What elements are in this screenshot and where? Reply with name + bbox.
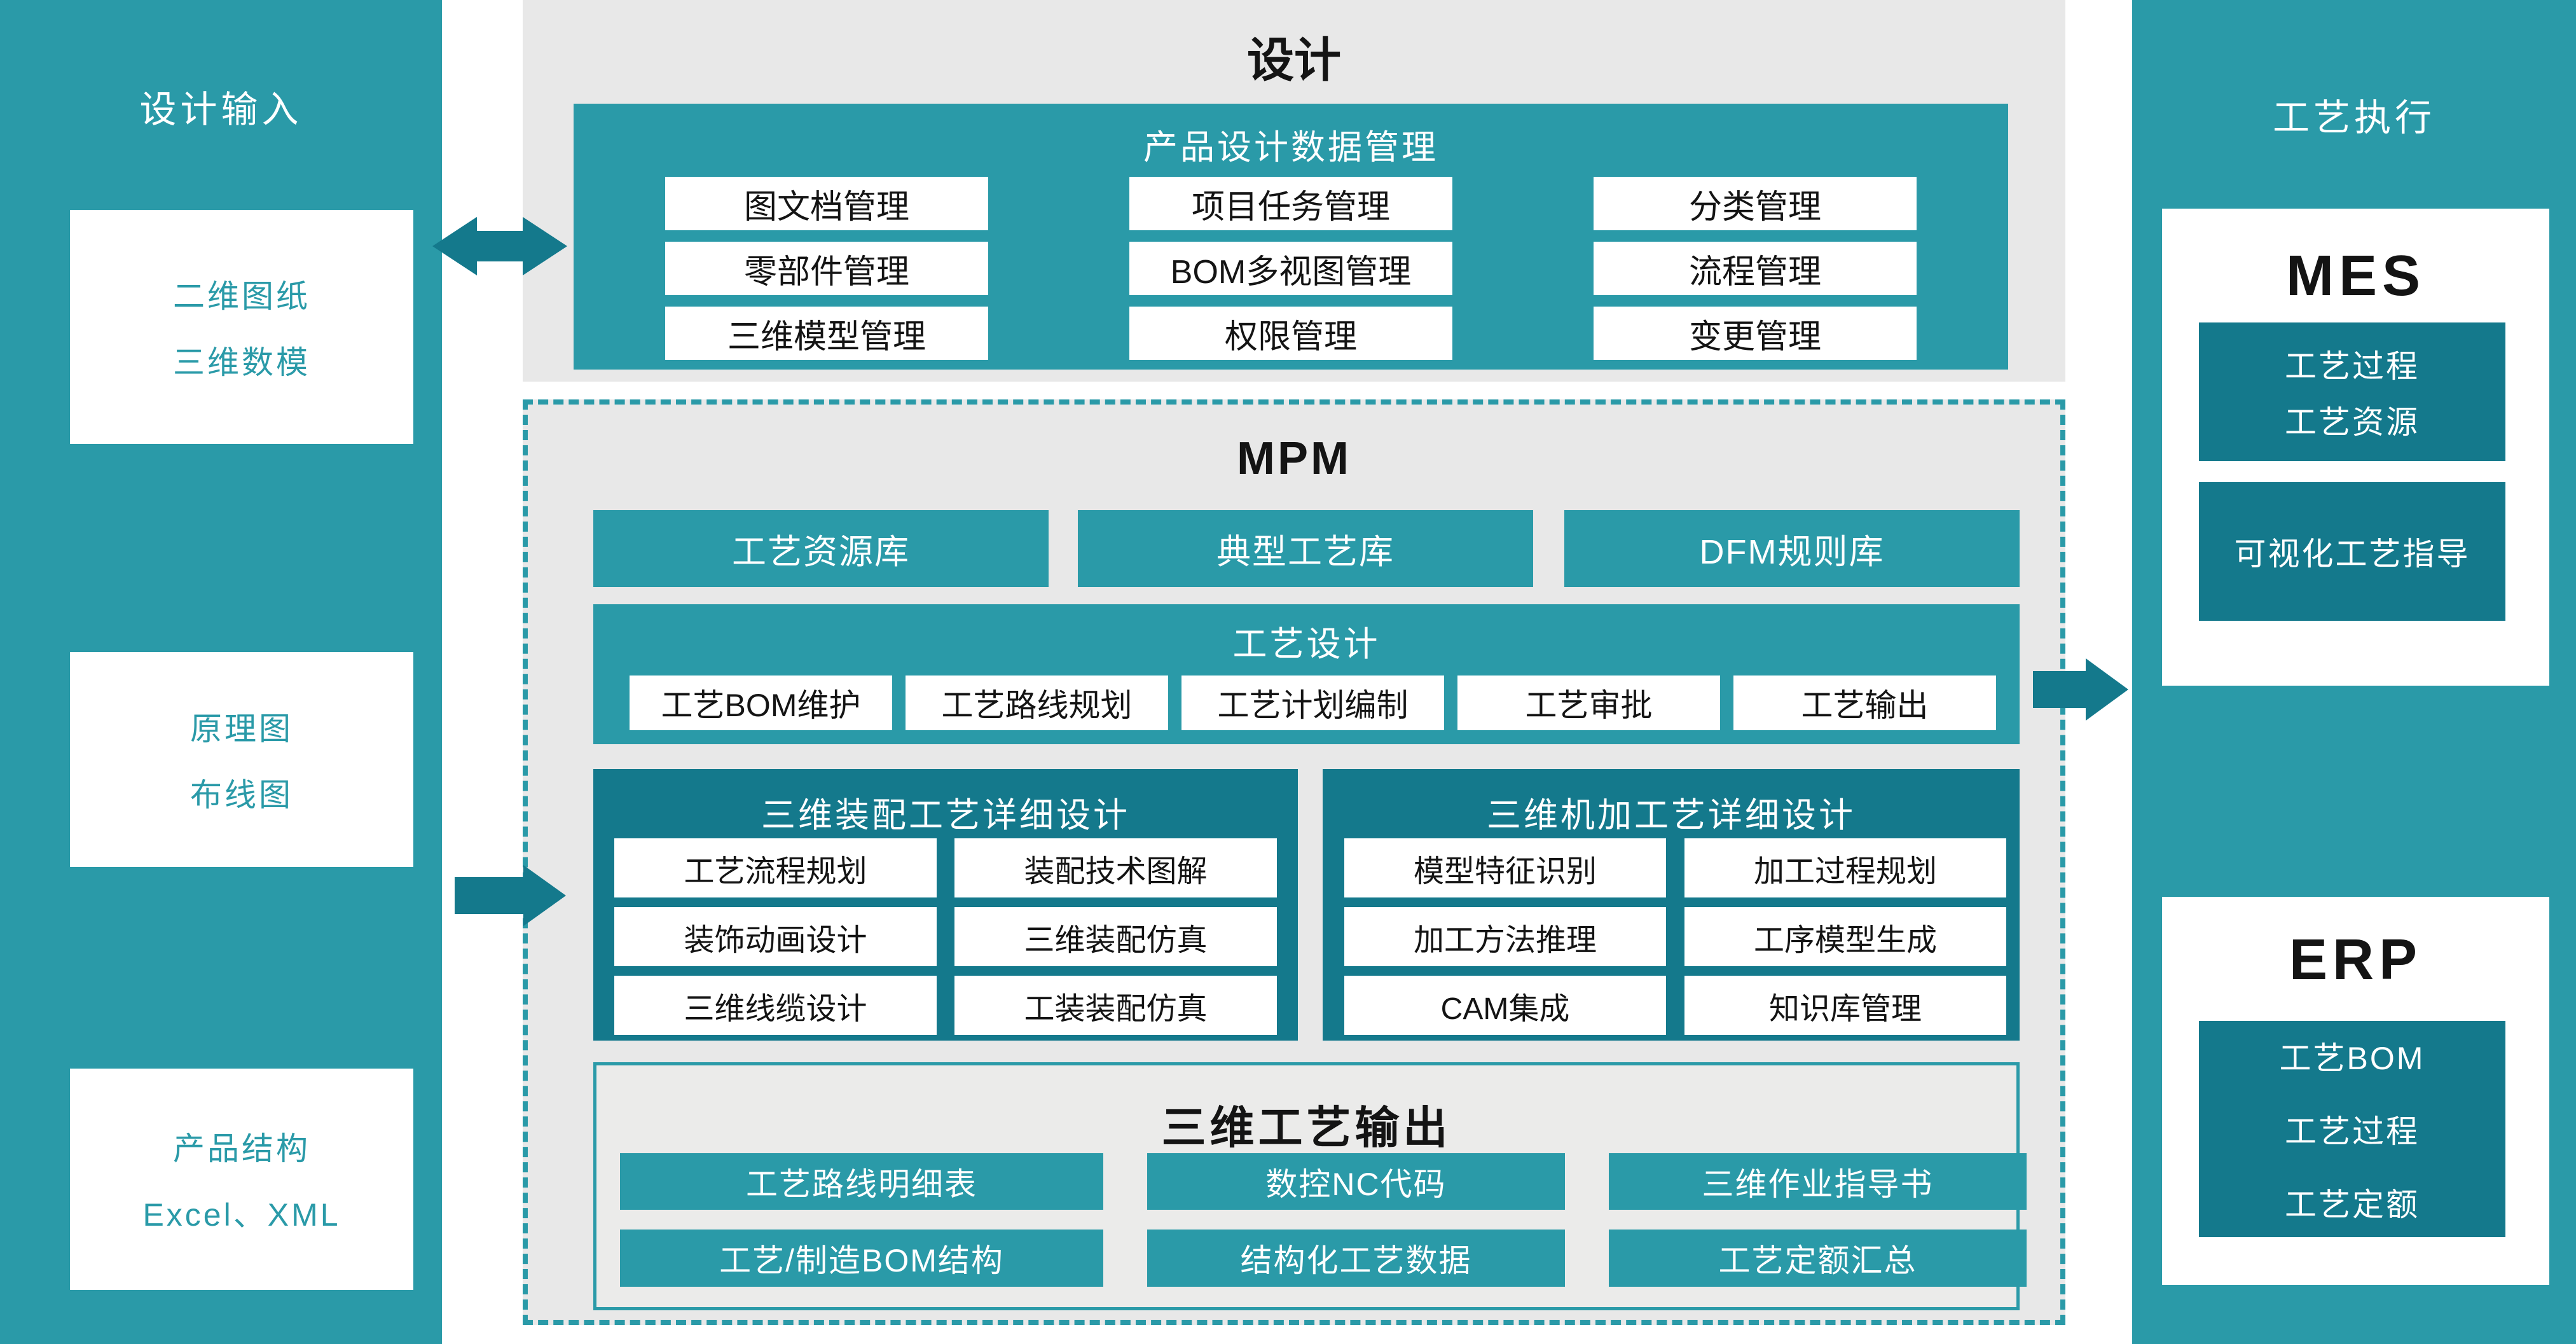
- output-grid: 工艺路线明细表 数控NC代码 三维作业指导书 工艺/制造BOM结构 结构化工艺数…: [620, 1153, 2027, 1287]
- double-arrow-design-input-design: [432, 214, 567, 278]
- pdm-grid: 图文档管理 项目任务管理 分类管理 零部件管理 BOM多视图管理 流程管理 三维…: [665, 177, 1917, 360]
- process-design-item: 工艺BOM维护: [630, 675, 892, 730]
- assembly-item: 装配技术图解: [954, 838, 1277, 897]
- input-box-schematics: 原理图 布线图: [70, 652, 413, 867]
- erp-box-line: 工艺BOM: [2279, 1041, 2425, 1076]
- machining-item: 模型特征识别: [1344, 838, 1666, 897]
- mes-box-line: 工艺过程: [2285, 349, 2420, 384]
- output-block-title: 三维工艺输出: [1161, 1103, 1452, 1153]
- mes-box-process-resources: 工艺过程 工艺资源: [2199, 322, 2505, 461]
- output-item: 结构化工艺数据: [1147, 1230, 1565, 1287]
- pdm-item: 变更管理: [1594, 307, 1917, 360]
- mes-box-line: 工艺资源: [2285, 405, 2420, 440]
- output-item: 三维作业指导书: [1609, 1153, 2027, 1210]
- input-box-line: 二维图纸: [173, 279, 310, 314]
- design-section: 设计 产品设计数据管理 图文档管理 项目任务管理 分类管理 零部件管理 BOM多…: [523, 0, 2065, 382]
- pdm-item: 项目任务管理: [1129, 177, 1452, 230]
- assembly-item: 三维装配仿真: [954, 907, 1277, 966]
- process-design-box: 工艺设计 工艺BOM维护 工艺路线规划 工艺计划编制 工艺审批 工艺输出: [593, 604, 2020, 744]
- library-box-dfm-rules: DFM规则库: [1564, 510, 2020, 587]
- pdm-item: 零部件管理: [665, 242, 988, 295]
- erp-title: ERP: [2289, 928, 2423, 992]
- assembly-item: 三维线缆设计: [614, 976, 937, 1035]
- mes-box-visual-guidance: 可视化工艺指导: [2199, 482, 2505, 621]
- input-box-line: 三维数模: [173, 345, 310, 380]
- pdm-item: 权限管理: [1129, 307, 1452, 360]
- erp-card: ERP 工艺BOM 工艺过程 工艺定额: [2162, 897, 2549, 1285]
- process-design-item: 工艺路线规划: [906, 675, 1168, 730]
- erp-box-line: 工艺定额: [2285, 1187, 2420, 1223]
- mes-card: MES 工艺过程 工艺资源 可视化工艺指导: [2162, 209, 2549, 686]
- process-execution-title: 工艺执行: [2272, 97, 2435, 139]
- erp-box: 工艺BOM 工艺过程 工艺定额: [2199, 1021, 2505, 1237]
- mpm-title: MPM: [1237, 433, 1351, 484]
- assembly-item: 装饰动画设计: [614, 907, 937, 966]
- arrow-mpm-execution: [2033, 658, 2128, 721]
- library-box-process-resources: 工艺资源库: [593, 510, 1049, 587]
- input-box-line: Excel、XML: [142, 1197, 341, 1233]
- input-box-drawings: 二维图纸 三维数模: [70, 210, 413, 444]
- assembly-item: 工装装配仿真: [954, 976, 1277, 1035]
- design-input-panel: 设计输入 二维图纸 三维数模 原理图 布线图 产品结构 Excel、XML: [0, 0, 442, 1344]
- process-design-grid: 工艺BOM维护 工艺路线规划 工艺计划编制 工艺审批 工艺输出: [630, 675, 1996, 730]
- machining-detail-title: 三维机加工艺详细设计: [1487, 796, 1856, 835]
- pdm-title: 产品设计数据管理: [1143, 128, 1438, 167]
- erp-box-line: 工艺过程: [2285, 1114, 2420, 1149]
- machining-item: 加工过程规划: [1684, 838, 2006, 897]
- assembly-item: 工艺流程规划: [614, 838, 937, 897]
- library-box-typical-process: 典型工艺库: [1078, 510, 1533, 587]
- process-design-item: 工艺审批: [1457, 675, 1720, 730]
- input-box-line: 产品结构: [173, 1131, 310, 1167]
- output-block: 三维工艺输出 工艺路线明细表 数控NC代码 三维作业指导书 工艺/制造BOM结构…: [593, 1062, 2027, 1310]
- pdm-item: 三维模型管理: [665, 307, 988, 360]
- input-box-line: 布线图: [190, 777, 293, 813]
- pdm-item: BOM多视图管理: [1129, 242, 1452, 295]
- input-box-line: 原理图: [190, 711, 293, 747]
- process-design-item: 工艺输出: [1733, 675, 1996, 730]
- output-item: 数控NC代码: [1147, 1153, 1565, 1210]
- output-item: 工艺定额汇总: [1609, 1230, 2027, 1287]
- process-execution-panel: 工艺执行 MES 工艺过程 工艺资源 可视化工艺指导 ERP 工艺BOM 工艺过…: [2132, 0, 2576, 1344]
- design-section-title: 设计: [1247, 34, 1341, 87]
- output-item: 工艺/制造BOM结构: [620, 1230, 1103, 1287]
- machining-item: 工序模型生成: [1684, 907, 2006, 966]
- mes-title: MES: [2285, 244, 2426, 308]
- machining-detail-grid: 模型特征识别 加工过程规划 加工方法推理 工序模型生成 CAM集成 知识库管理: [1344, 838, 2006, 1035]
- design-input-title: 设计输入: [139, 89, 303, 130]
- output-item: 工艺路线明细表: [620, 1153, 1103, 1210]
- pdm-item: 分类管理: [1594, 177, 1917, 230]
- machining-item: CAM集成: [1344, 976, 1666, 1035]
- input-box-product-structure: 产品结构 Excel、XML: [70, 1069, 413, 1290]
- assembly-detail-block: 三维装配工艺详细设计 工艺流程规划 装配技术图解 装饰动画设计 三维装配仿真 三…: [593, 769, 1298, 1041]
- pdm-item: 流程管理: [1594, 242, 1917, 295]
- machining-item: 知识库管理: [1684, 976, 2006, 1035]
- arrow-design-input-mpm: [455, 865, 566, 926]
- pdm-item: 图文档管理: [665, 177, 988, 230]
- machining-item: 加工方法推理: [1344, 907, 1666, 966]
- assembly-detail-grid: 工艺流程规划 装配技术图解 装饰动画设计 三维装配仿真 三维线缆设计 工装装配仿…: [614, 838, 1277, 1035]
- machining-detail-block: 三维机加工艺详细设计 模型特征识别 加工过程规划 加工方法推理 工序模型生成 C…: [1323, 769, 2020, 1041]
- pdm-box: 产品设计数据管理 图文档管理 项目任务管理 分类管理 零部件管理 BOM多视图管…: [574, 104, 2008, 370]
- assembly-detail-title: 三维装配工艺详细设计: [761, 796, 1130, 835]
- mes-box-line: 可视化工艺指导: [2234, 536, 2470, 572]
- process-design-title: 工艺设计: [1232, 625, 1381, 663]
- process-design-item: 工艺计划编制: [1181, 675, 1444, 730]
